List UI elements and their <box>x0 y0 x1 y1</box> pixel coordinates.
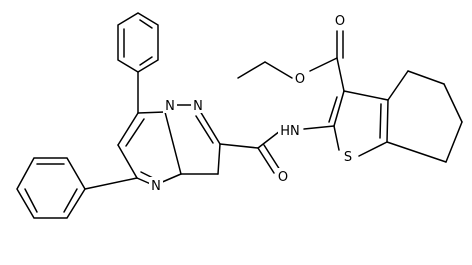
bond-c7a-c3a <box>386 99 389 143</box>
bond-c4-c5 <box>407 70 445 85</box>
bond-c5-c6 <box>443 83 463 123</box>
bond-amide-co-a <box>257 147 275 174</box>
bond-c3-c2 <box>333 90 345 127</box>
phenyl-top-inner-3 <box>139 56 153 66</box>
bond-pyr-n4-c3a <box>159 173 182 184</box>
atom-s: S <box>344 150 352 165</box>
bond-c3-c2-double <box>328 96 338 123</box>
bond-amide-co-b <box>263 144 281 171</box>
bond-c7-c7a <box>386 141 447 163</box>
bond-pyr-n-c7 <box>137 111 166 114</box>
atom-n-pyrimidine: N <box>151 179 161 194</box>
bond-nh-amide-c <box>257 130 281 149</box>
bond-c3a-c3 <box>343 90 389 101</box>
bond-c2-s <box>333 125 340 151</box>
bond-amide-c-pz <box>219 143 259 149</box>
bond-c7a-c3a-double <box>379 103 382 139</box>
bond-pz-c2-n1 <box>199 110 221 145</box>
atom-nh: HN <box>280 124 300 139</box>
bond-c3a-c4 <box>387 70 409 101</box>
atom-o-carbonyl: O <box>335 14 345 29</box>
bond-c6-c7 <box>445 121 463 163</box>
phenyl-bottom-inner-3 <box>63 188 78 213</box>
bond-pyr-c6-c5 <box>117 144 138 179</box>
phenyl-top-inner-2 <box>139 19 153 29</box>
bond-c5-phenyl <box>84 177 138 190</box>
bond-pyr-c7-c6 <box>117 112 139 146</box>
atom-n-pyrazole: N <box>193 99 203 114</box>
bond-pz-n7a-c3a <box>164 111 182 175</box>
bond-pz-c3-c2 <box>217 143 221 175</box>
bond-c2-nh <box>303 125 335 130</box>
bond-s-c7a <box>358 141 388 157</box>
atom-o-amide: O <box>278 170 288 185</box>
phenyl-bottom-ring <box>16 157 86 219</box>
bond-o-ester-carbon <box>309 57 338 72</box>
phenyl-bottom-inner-2 <box>24 188 38 213</box>
bond-ethyl-ch3 <box>237 61 266 79</box>
atom-o-ester: O <box>295 72 305 87</box>
phenyl-top-ring <box>117 12 159 73</box>
bond-ethyl-ch2-o <box>264 61 293 79</box>
atom-n-bridgehead: N <box>165 99 175 114</box>
bond-ester-c3 <box>336 57 345 92</box>
bond-pyr-c7-c6-double <box>125 118 145 147</box>
bond-pz-c2-n1-double <box>195 115 214 144</box>
